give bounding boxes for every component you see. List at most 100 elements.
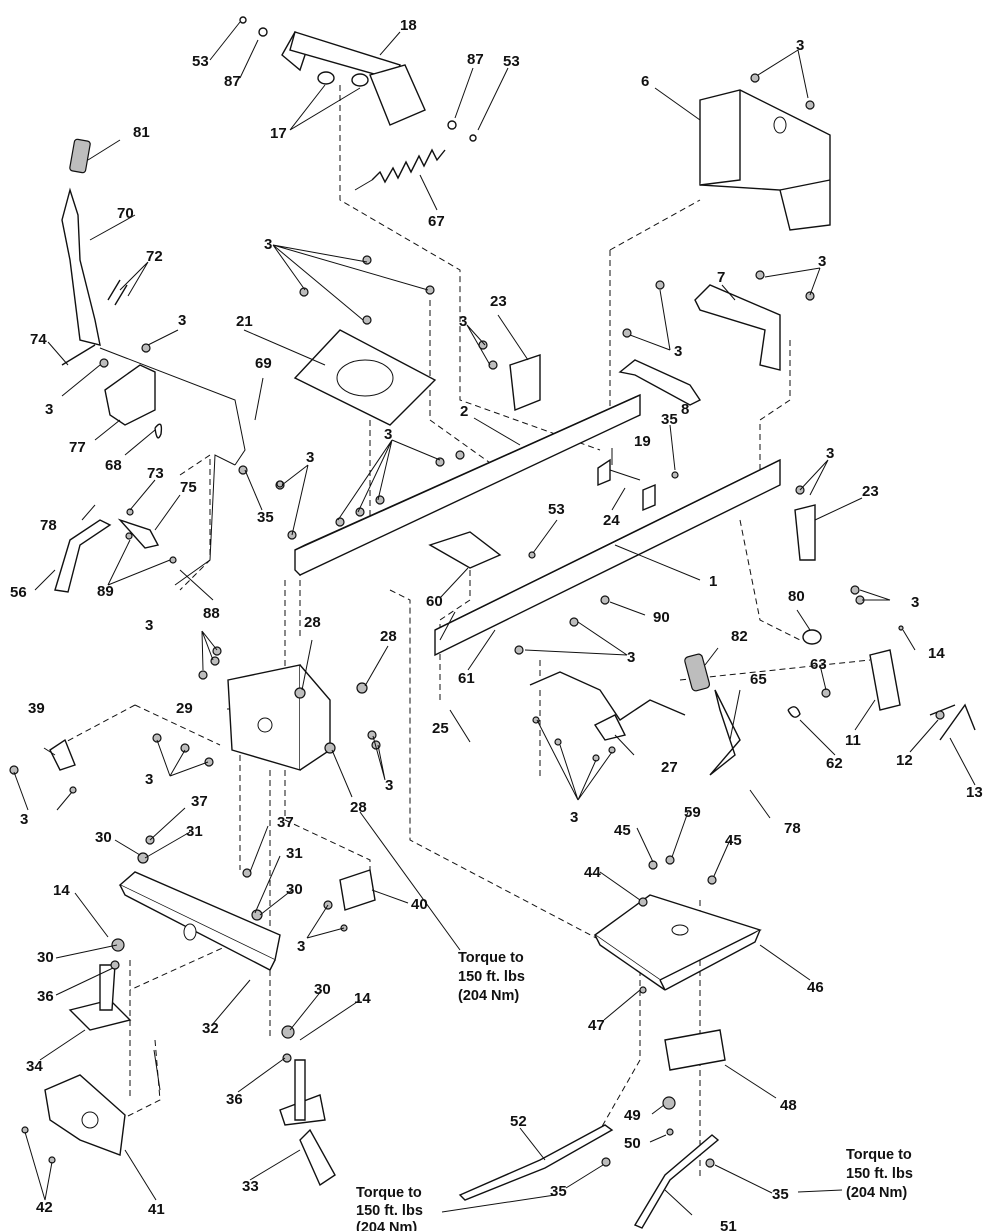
torque-line: (204 Nm) bbox=[356, 1220, 417, 1231]
bracket-39 bbox=[49, 738, 76, 771]
callout-61: 61 bbox=[458, 670, 475, 687]
torque-line: Torque to bbox=[458, 950, 524, 966]
right-lever bbox=[684, 653, 741, 776]
callout-1: 1 bbox=[709, 573, 717, 590]
mounting-plate bbox=[593, 894, 762, 991]
callout-24: 24 bbox=[603, 512, 620, 529]
torque-line: Torque to bbox=[356, 1185, 422, 1201]
strap bbox=[618, 359, 702, 406]
plate-60 bbox=[428, 531, 502, 569]
corner-bracket-left bbox=[509, 354, 541, 411]
callout-3: 3 bbox=[459, 313, 467, 330]
spring-62 bbox=[787, 706, 801, 718]
callout-3: 3 bbox=[627, 649, 635, 666]
callout-3: 3 bbox=[45, 401, 53, 418]
callout-37: 37 bbox=[191, 793, 208, 810]
lift-lever bbox=[61, 138, 128, 366]
callout-6: 6 bbox=[641, 73, 649, 90]
battery-box bbox=[699, 89, 831, 231]
spring bbox=[354, 148, 446, 191]
callout-87: 87 bbox=[467, 51, 484, 68]
callout-31: 31 bbox=[186, 823, 203, 840]
callout-31: 31 bbox=[286, 845, 303, 862]
callout-3: 3 bbox=[796, 37, 804, 54]
callout-45: 45 bbox=[725, 832, 742, 849]
callout-8: 8 bbox=[681, 401, 689, 418]
callout-78: 78 bbox=[40, 517, 57, 534]
pedal-shaft-assembly bbox=[239, 16, 477, 142]
callout-35: 35 bbox=[550, 1183, 567, 1200]
callout-23: 23 bbox=[490, 293, 507, 310]
callout-23: 23 bbox=[862, 483, 879, 500]
bracket-41 bbox=[44, 1074, 126, 1156]
callout-35: 35 bbox=[257, 509, 274, 526]
callout-3: 3 bbox=[384, 426, 392, 443]
callout-51: 51 bbox=[720, 1218, 737, 1231]
front-axle-bracket bbox=[227, 664, 331, 771]
callout-30: 30 bbox=[37, 949, 54, 966]
callout-46: 46 bbox=[807, 979, 824, 996]
callout-3: 3 bbox=[178, 312, 186, 329]
callout-3: 3 bbox=[826, 445, 834, 462]
callout-3: 3 bbox=[145, 771, 153, 788]
deck-lift-arm bbox=[54, 518, 160, 593]
drag-link-52 bbox=[458, 1124, 614, 1201]
drag-link-51 bbox=[633, 1134, 720, 1229]
callout-35: 35 bbox=[661, 411, 678, 428]
callout-53: 53 bbox=[548, 501, 565, 518]
leader-lines bbox=[13, 21, 976, 1216]
torque-line: (204 Nm) bbox=[846, 1185, 907, 1201]
callout-36: 36 bbox=[37, 988, 54, 1005]
spindle-left bbox=[68, 964, 132, 1031]
bracket-40 bbox=[339, 869, 376, 911]
callout-11: 11 bbox=[845, 732, 861, 749]
callout-44: 44 bbox=[584, 864, 601, 881]
callout-3: 3 bbox=[911, 594, 919, 611]
callout-3: 3 bbox=[385, 777, 393, 794]
callout-67: 67 bbox=[428, 213, 445, 230]
callout-89: 89 bbox=[97, 583, 114, 600]
callout-65: 65 bbox=[750, 671, 767, 688]
callout-37: 37 bbox=[277, 814, 294, 831]
callout-77: 77 bbox=[69, 439, 86, 456]
callout-81: 81 bbox=[133, 124, 150, 141]
frame-rail-right bbox=[434, 458, 781, 657]
callout-18: 18 bbox=[400, 17, 417, 34]
callout-3: 3 bbox=[570, 809, 578, 826]
callout-49: 49 bbox=[624, 1107, 641, 1124]
callout-72: 72 bbox=[146, 248, 163, 265]
callout-7: 7 bbox=[717, 269, 725, 286]
callout-25: 25 bbox=[432, 720, 449, 737]
callout-52: 52 bbox=[510, 1113, 527, 1130]
torque-line: Torque to bbox=[846, 1147, 912, 1163]
callout-48: 48 bbox=[780, 1097, 797, 1114]
callout-17: 17 bbox=[270, 125, 287, 142]
callout-60: 60 bbox=[426, 593, 443, 610]
callout-82: 82 bbox=[731, 628, 748, 645]
rear-bracket bbox=[694, 284, 781, 371]
front-axle bbox=[118, 871, 281, 971]
callout-59: 59 bbox=[684, 804, 701, 821]
torque-note-bottom: Torque to 150 ft. lbs (204 Nm) bbox=[356, 1185, 423, 1231]
callout-29: 29 bbox=[176, 700, 193, 717]
callout-3: 3 bbox=[145, 617, 153, 634]
callout-14: 14 bbox=[53, 882, 70, 899]
callout-21: 21 bbox=[236, 313, 253, 330]
callout-33: 33 bbox=[242, 1178, 259, 1195]
torque-line: 150 ft. lbs bbox=[458, 969, 525, 985]
callout-2: 2 bbox=[460, 403, 468, 420]
callout-40: 40 bbox=[411, 896, 428, 913]
torque-line: 150 ft. lbs bbox=[356, 1203, 423, 1219]
callout-32: 32 bbox=[202, 1020, 219, 1037]
callout-78: 78 bbox=[784, 820, 801, 837]
callout-3: 3 bbox=[306, 449, 314, 466]
callout-28: 28 bbox=[304, 614, 321, 631]
callout-39: 39 bbox=[28, 700, 45, 717]
callout-45: 45 bbox=[614, 822, 631, 839]
callout-36: 36 bbox=[226, 1091, 243, 1108]
callout-88: 88 bbox=[203, 605, 220, 622]
callout-90: 90 bbox=[653, 609, 670, 626]
callouts: 18 53 87 17 87 53 67 3 6 7 3 3 81 70 72 … bbox=[10, 17, 983, 1231]
washer-80 bbox=[802, 629, 822, 645]
callout-34: 34 bbox=[26, 1058, 43, 1075]
